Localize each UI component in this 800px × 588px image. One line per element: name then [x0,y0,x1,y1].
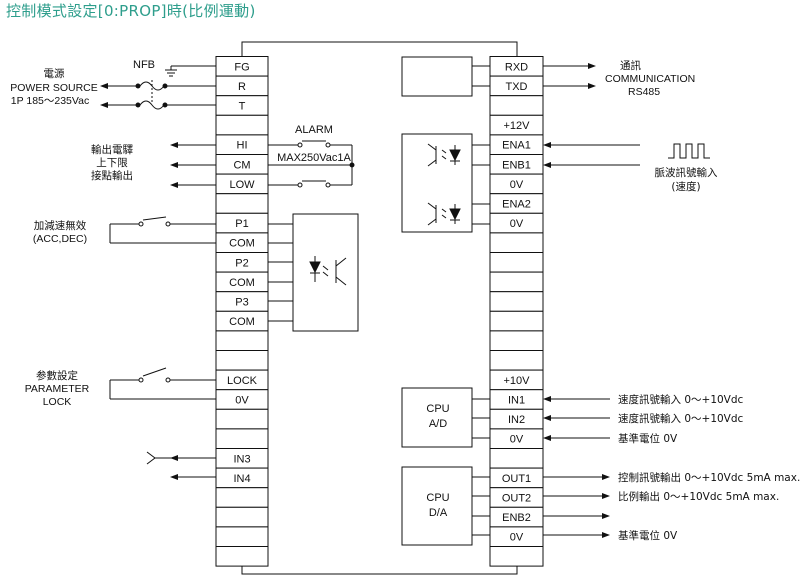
right-terminal-label-17: IN1 [508,395,525,407]
left-terminal-18 [215,408,269,430]
right-terminal-label-5: ENB1 [502,159,531,171]
right-terminal-13 [489,310,544,332]
param-label-en2: LOCK [43,396,72,408]
right-terminal-9 [489,232,544,253]
left-terminal-label-6: LOW [229,179,255,191]
left-terminal-22 [215,487,269,508]
alarm-label: ALARM [295,124,333,136]
power-label-zh: 電源 [44,67,65,80]
right-terminal-14 [489,330,544,351]
right-terminal-label-6: 0V [510,179,524,191]
left-terminal-label-12: P3 [235,297,248,309]
right-terminal-label-4: ENA1 [502,140,531,152]
right-terminal-11 [489,271,544,293]
cpu-ad-block [401,387,490,448]
limit-label-1: 輸出電驛 [91,143,133,156]
nfb-label: NFB [133,59,155,71]
cpu-da-block [401,466,490,546]
right-terminal-label-16: +10V [504,375,531,387]
comm-label-en: COMMUNICATION [605,73,695,85]
pulse-label-zh2: (速度) [671,180,700,193]
left-terminal-14 [215,330,269,351]
left-terminal-label-8: P1 [235,218,248,230]
left-terminal-15 [215,350,269,371]
cpu-ad-label-2: A/D [429,418,447,430]
right-terminal-label-3: +12V [504,120,531,132]
limit-label-2: 上下限 [96,157,128,169]
ref0v-b-label: 基準電位 0V [618,529,678,542]
pulse-label-zh: 脈波訊號輸入 [655,166,718,179]
left-terminal-label-21: IN4 [233,473,250,485]
left-terminal-label-5: CM [233,159,250,171]
left-terminal-label-2: T [239,101,246,113]
power-label-en: POWER SOURCE [10,82,98,94]
right-terminal-label-8: 0V [510,218,524,230]
right-terminal-label-0: RXD [505,61,528,73]
left-terminal-label-9: COM [229,238,255,250]
accdec-label-en: (ACC,DEC) [33,233,87,245]
param-label-zh: 参數設定 [36,369,78,382]
power-spec: 1P 185～235Vac [11,95,89,107]
comm-label-zh: 通訊 [620,59,641,72]
pulse-optocoupler-block [401,133,490,233]
pulse-input-wiring [551,143,710,166]
out1-signal-label: 控制訊號輸出 0～+10Vdc 5mA max. [618,471,800,484]
right-terminal-label-24: 0V [510,532,524,544]
left-terminal-label-10: P2 [235,257,248,269]
right-terminal-20 [489,448,544,469]
in1-signal-label: 速度訊號輸入 0～+10Vdc [618,393,744,406]
left-terminal-25 [215,546,269,567]
right-terminal-label-22: OUT2 [502,493,531,505]
right-terminal-label-7: ENA2 [502,199,531,211]
left-terminal-19 [215,428,269,449]
left-terminal-label-13: COM [229,316,255,328]
cpu-ad-label-1: CPU [426,403,449,415]
cpu-da-label-1: CPU [426,492,449,504]
right-terminal-15 [489,350,544,371]
right-terminal-2 [489,95,544,116]
left-terminal-7 [215,193,269,214]
right-terminal-25 [489,546,544,567]
comm-label-rs: RS485 [628,86,660,98]
param-label-en1: PARAMETER [25,383,90,395]
in2-signal-label: 速度訊號輸入 0～+10Vdc [618,412,744,425]
left-terminal-label-1: R [238,81,246,93]
limit-label-3: 接點輸出 [91,169,133,182]
left-terminal-23 [215,506,269,528]
left-terminal-label-11: COM [229,277,255,289]
right-terminal-label-19: 0V [510,434,524,446]
alarm-contacts [268,140,355,188]
right-terminal-label-21: OUT1 [502,473,531,485]
controller-housing [241,41,518,575]
comm-module [401,56,592,97]
left-terminal-24 [215,526,269,548]
in3-in4-wiring [146,451,216,478]
right-terminal-label-23: ENB2 [502,512,531,524]
ref0v-a-label: 基準電位 0V [618,432,678,445]
left-terminal-3 [215,114,269,136]
diagram-title: 控制模式設定[0:PROP]時(比例運動) [6,2,256,20]
right-terminal-label-18: IN2 [508,414,525,426]
nfb-breaker-icon [108,80,216,110]
lock-switch-icon [109,367,216,400]
input-optocoupler-block [268,213,359,332]
right-terminal-12 [489,291,544,312]
alarm-spec: MAX250Vac1A [277,152,351,164]
left-terminal-label-16: LOCK [227,375,258,387]
right-terminal-label-1: TXD [506,81,528,93]
left-terminal-label-17: 0V [235,395,249,407]
left-terminal-label-20: IN3 [233,453,250,465]
right-terminal-10 [489,252,544,273]
ground-icon [165,65,216,77]
accdec-label-zh: 加減速無效 [34,219,87,232]
left-terminal-label-0: FG [234,61,249,73]
left-terminal-label-4: HI [237,140,248,152]
cpu-da-label-2: D/A [429,507,448,519]
accdec-switch-icon [109,216,216,244]
out2-signal-label: 比例輸出 0～+10Vdc 5mA max. [618,490,779,503]
